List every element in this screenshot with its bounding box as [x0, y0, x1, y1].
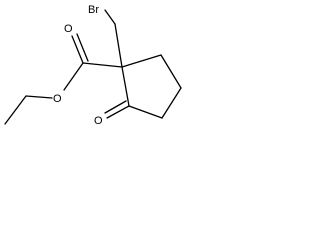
bond-ring-c4-c5 [128, 105, 163, 119]
bond-br-ch2 [104, 9, 116, 25]
bond-ch2-ch3 [4, 95, 27, 125]
structure-drawing: Br O O O [4, 4, 182, 127]
bond-ketone-single [106, 105, 130, 119]
molecule-diagram: Br O O O [0, 0, 186, 136]
atom-label-ether-oxygen: O [53, 93, 62, 105]
atom-label-bromine: Br [88, 4, 99, 16]
atom-label-ester-carbonyl-oxygen: O [64, 23, 73, 35]
bond-ketone-double [104, 100, 127, 114]
bond-ring-c5-c1 [121, 66, 130, 107]
bond-ring-c1-c2 [121, 54, 162, 68]
bond-ester-c-o-double-b [76, 33, 89, 62]
bond-ester-c-o-double-a [71, 35, 84, 64]
bond-ch2-quaternary-c [114, 23, 123, 68]
bond-ring-c3-c4 [161, 87, 182, 119]
bond-ring-c2-c3 [160, 54, 182, 89]
atom-label-ketone-oxygen: O [94, 115, 103, 127]
bond-ester-c-ether-o [63, 62, 84, 91]
bond-ether-o-ch2 [25, 95, 53, 99]
bond-quaternary-c-ester-c [82, 62, 123, 68]
